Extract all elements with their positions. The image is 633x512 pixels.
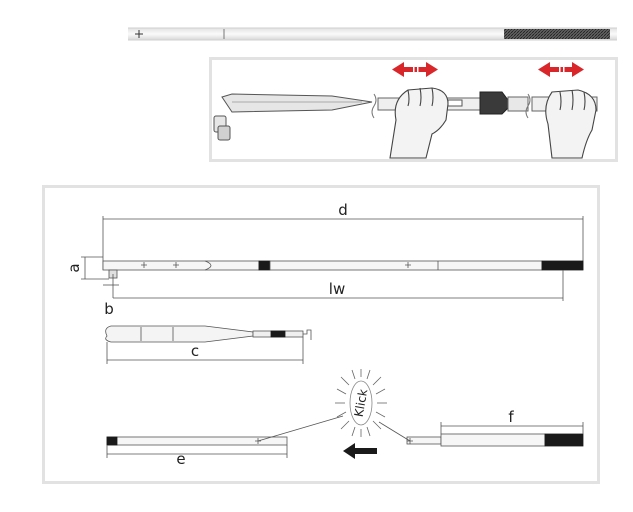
top-tube-bar bbox=[128, 26, 617, 42]
label-d: d bbox=[338, 201, 348, 219]
red-pull-arrow-left bbox=[392, 62, 438, 77]
hands-wrench-illustration bbox=[209, 57, 618, 162]
main-wrench-grip bbox=[541, 260, 584, 271]
label-e: e bbox=[176, 450, 185, 468]
click-label: Klick bbox=[352, 388, 371, 418]
label-a: a bbox=[65, 263, 83, 272]
main-wrench-head bbox=[102, 260, 260, 271]
right-hand bbox=[545, 89, 597, 159]
c-wrench-body bbox=[105, 325, 254, 343]
dimension-drawing-svg: Klick d a b lw c e f bbox=[65, 201, 584, 468]
left-arrow-icon bbox=[343, 443, 377, 459]
red-pull-arrow-right bbox=[538, 62, 584, 77]
wrench-head bbox=[213, 93, 373, 141]
f-tube bbox=[440, 433, 546, 447]
left-hand bbox=[389, 87, 449, 159]
label-c: c bbox=[191, 342, 199, 360]
dimension-drawing-panel: Klick d a b lw c e f bbox=[42, 185, 600, 484]
click-burst-icon: Klick bbox=[335, 369, 387, 437]
label-f: f bbox=[508, 408, 514, 426]
label-b: b bbox=[104, 300, 114, 318]
label-lw: lw bbox=[329, 280, 345, 298]
main-wrench-tube bbox=[269, 260, 543, 271]
top-tube-svg bbox=[128, 27, 617, 41]
hands-wrench-svg bbox=[213, 62, 598, 159]
